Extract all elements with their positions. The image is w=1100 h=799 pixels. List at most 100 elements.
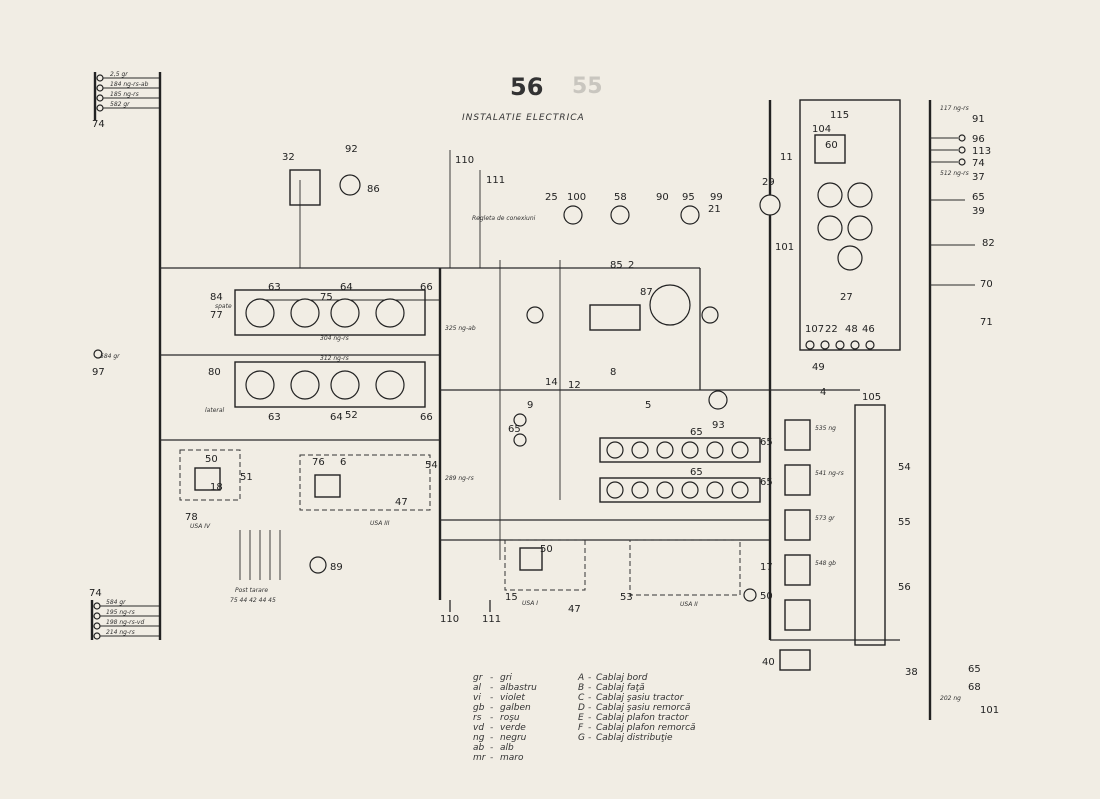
svg-text:-: - xyxy=(490,743,493,753)
component-number: 80 xyxy=(208,367,221,378)
color-legend: gr-gri al-albastru vi-violet gb-galben r… xyxy=(473,673,537,763)
component-number: 95 xyxy=(682,192,695,203)
component-number: 39 xyxy=(972,206,985,217)
legend-cable-name: Cablaj faţă xyxy=(596,683,645,693)
post-tarare-numbers: 75 44 42 44 45 xyxy=(230,597,276,604)
component-number: 52 xyxy=(345,410,358,421)
fuse-panel: 29 101 60 115 104 11 27 107 22 48 46 49 … xyxy=(759,99,901,403)
component-number: 12 xyxy=(568,380,581,391)
component-number: 50 xyxy=(540,544,553,555)
svg-text:-: - xyxy=(588,703,591,713)
component-number: 15 xyxy=(505,592,518,603)
component-number: 54 xyxy=(898,462,911,473)
svg-text:-: - xyxy=(588,673,591,683)
component-number: 70 xyxy=(980,279,993,290)
component-number: 110 xyxy=(440,614,459,625)
wire-label: 185 ng-rs xyxy=(110,91,139,98)
component-number: 63 xyxy=(268,412,281,423)
legend-cable-name: Cablaj şasiu remorcă xyxy=(596,703,691,713)
component-number: 74 xyxy=(972,158,985,169)
legend-color-name: galben xyxy=(500,703,531,713)
wire-label: 289 ng-rs xyxy=(445,475,474,482)
component-number: 87 xyxy=(640,287,653,298)
component-number: 66 xyxy=(420,282,433,293)
component-number: 68 xyxy=(968,682,981,693)
component-number: 64 xyxy=(330,412,343,423)
component-number: 46 xyxy=(862,324,875,335)
component-number: 97 xyxy=(92,367,105,378)
wire-label: 304 ng-rs xyxy=(320,335,349,342)
legend-color-code: al xyxy=(473,683,482,693)
component-number: 32 xyxy=(282,152,295,163)
component-number: 86 xyxy=(367,184,380,195)
usa4-label: USA IV xyxy=(190,523,211,530)
component-number: 65 xyxy=(760,477,773,488)
legend-color-name: violet xyxy=(500,693,525,703)
legend-color-code: mr xyxy=(473,753,487,763)
wire-label: 184 ng-rs-ab xyxy=(110,81,149,88)
wire-label: 117 ng-rs xyxy=(940,105,969,112)
left-top-connectors: 2,5 gr 184 ng-rs-ab 185 ng-rs 582 gr 74 xyxy=(92,71,160,130)
component-number: 77 xyxy=(210,310,223,321)
component-number: 71 xyxy=(980,317,993,328)
component-number: 104 xyxy=(812,124,831,135)
component-number: 75 xyxy=(320,292,333,303)
component-number: 85 xyxy=(610,260,623,271)
component-number: 111 xyxy=(486,175,505,186)
component-number: 50 xyxy=(760,591,773,602)
component-number: 47 xyxy=(568,604,581,615)
component-number: 50 xyxy=(205,454,218,465)
component-number: 64 xyxy=(340,282,353,293)
component-number: 18 xyxy=(210,482,223,493)
svg-text:-: - xyxy=(490,673,493,683)
wire-label: 573 gr xyxy=(815,515,835,522)
component-number: 53 xyxy=(620,592,633,603)
legend-color-code: ng xyxy=(473,733,485,743)
page-number: 56 xyxy=(510,73,543,101)
wire-label: 584 gr xyxy=(106,599,126,606)
diagram-title: INSTALATIE ELECTRICA xyxy=(462,113,585,123)
wire-label: 312 ng-rs xyxy=(320,355,349,362)
lamp-row-upper: 65 xyxy=(599,427,761,463)
component-number: 96 xyxy=(972,134,985,145)
wire-label: 535 ng xyxy=(815,425,836,432)
component-number: 56 xyxy=(898,582,911,593)
post-tarare-label: Post tarare xyxy=(235,587,268,594)
component-number: 29 xyxy=(762,177,775,188)
component-number: 82 xyxy=(982,238,995,249)
legend-color-name: maro xyxy=(500,753,524,763)
component-number: 66 xyxy=(420,412,433,423)
legend-cable-code: A xyxy=(577,673,584,683)
wire-label: 512 ng-rs xyxy=(940,170,969,177)
component-number: 21 xyxy=(708,204,721,215)
component-number: 47 xyxy=(395,497,408,508)
component-number: 65 xyxy=(690,467,703,478)
usa2-label: USA II xyxy=(680,601,698,608)
component-number: 65 xyxy=(760,437,773,448)
component-number: 11 xyxy=(780,152,793,163)
component-number: 100 xyxy=(567,192,586,203)
legend-cable-name: Cablaj bord xyxy=(596,673,648,683)
usa1-label: USA I xyxy=(522,600,538,607)
component-number: 92 xyxy=(345,144,358,155)
svg-text:-: - xyxy=(588,733,591,743)
component-number: 110 xyxy=(455,155,474,166)
component-number: 105 xyxy=(862,392,881,403)
spate-label: spate xyxy=(215,303,232,310)
legend-color-code: vi xyxy=(473,693,481,703)
legend-cable-name: Cablaj plafon tractor xyxy=(596,713,690,723)
component-number: 63 xyxy=(268,282,281,293)
component-number: 101 xyxy=(775,242,794,253)
component-number: 8 xyxy=(610,367,616,378)
lateral-label: lateral xyxy=(205,407,225,414)
component-number: 65 xyxy=(508,424,521,435)
component-number: 48 xyxy=(845,324,858,335)
legend-cable-name: Cablaj şasiu tractor xyxy=(596,693,685,703)
component-number: 74 xyxy=(89,588,102,599)
ghost-page-number: 55 xyxy=(572,74,603,99)
component-number: 17 xyxy=(760,562,773,573)
legend-cable-code: E xyxy=(578,713,584,723)
wire-label: 541 ng-rs xyxy=(815,470,844,477)
legend-cable-code: D xyxy=(578,703,585,713)
